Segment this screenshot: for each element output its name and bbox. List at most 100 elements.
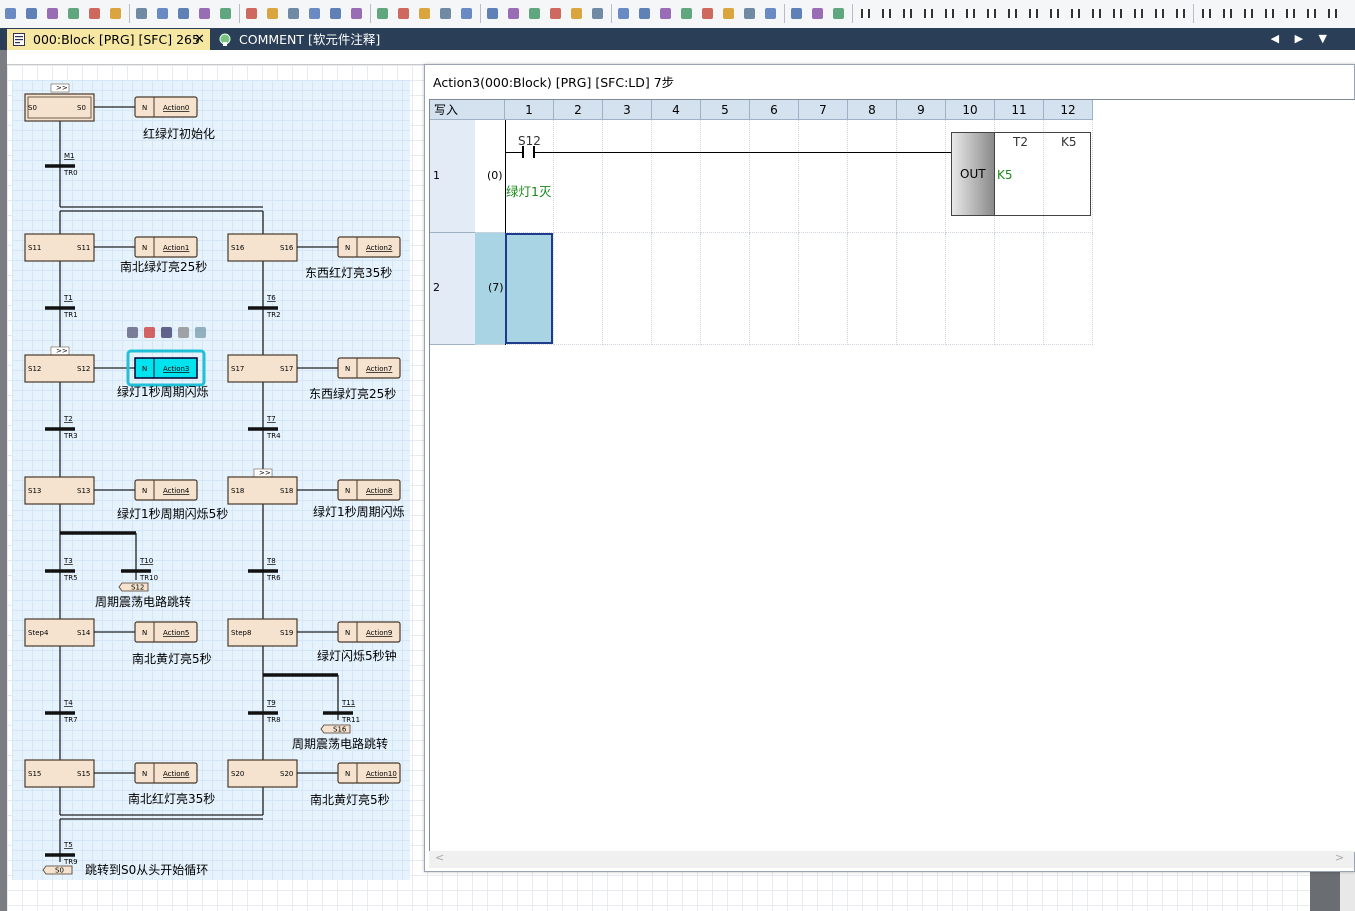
device-icon[interactable]: [23, 5, 40, 22]
ladder-cell[interactable]: [750, 233, 799, 345]
device-icon[interactable]: [1129, 5, 1146, 22]
convert-icon[interactable]: [1323, 5, 1340, 22]
ladder-cell[interactable]: [1044, 233, 1093, 345]
step-box-s15[interactable]: [24, 759, 95, 788]
comment-icon[interactable]: [657, 5, 674, 22]
step-box-s11[interactable]: [24, 233, 95, 262]
tab-sfc-block[interactable]: 000:Block [PRG] [SFC] 265步 ✕: [7, 29, 210, 68]
ladder-cell[interactable]: [603, 120, 652, 233]
action-box-s16[interactable]: [337, 236, 401, 258]
action-box-s17[interactable]: [337, 357, 401, 379]
ladder-cell[interactable]: [848, 233, 897, 345]
device-icon[interactable]: [1171, 5, 1188, 22]
left-splitter[interactable]: [0, 50, 7, 911]
grid-icon[interactable]: [1197, 5, 1214, 22]
ladder-icon[interactable]: [306, 5, 323, 22]
grid-icon[interactable]: [830, 5, 847, 22]
row-header[interactable]: 1: [430, 120, 475, 233]
write-icon[interactable]: [547, 5, 564, 22]
ladder-cell[interactable]: [799, 120, 848, 233]
write-icon[interactable]: [175, 5, 192, 22]
check-icon[interactable]: [196, 5, 213, 22]
tool-icon[interactable]: [243, 5, 260, 22]
ladder-cell[interactable]: [897, 233, 946, 345]
ladder-cell[interactable]: [701, 233, 750, 345]
instruction-block[interactable]: [951, 132, 995, 216]
monitor-icon[interactable]: [1239, 5, 1256, 22]
coil-icon[interactable]: [348, 5, 365, 22]
ladder-icon[interactable]: [1045, 5, 1062, 22]
grid-icon[interactable]: [86, 5, 103, 22]
contact-icon[interactable]: [327, 5, 344, 22]
ladder-cell[interactable]: [505, 120, 554, 233]
program-icon[interactable]: [1108, 5, 1125, 22]
write-icon[interactable]: [1281, 5, 1298, 22]
write-icon[interactable]: [919, 5, 936, 22]
scroll-left-icon[interactable]: <: [435, 851, 445, 864]
list-icon[interactable]: [154, 5, 171, 22]
device-icon[interactable]: [437, 5, 454, 22]
ladder-cell[interactable]: [946, 233, 995, 345]
find-icon[interactable]: [856, 5, 873, 22]
coil-icon[interactable]: [720, 5, 737, 22]
program-icon[interactable]: [2, 5, 19, 22]
device-icon[interactable]: [65, 5, 82, 22]
check-icon[interactable]: [1302, 5, 1319, 22]
step-box-s13[interactable]: [24, 476, 95, 505]
ladder-cell[interactable]: [750, 120, 799, 233]
monitor-icon[interactable]: [877, 5, 894, 22]
zoom-icon[interactable]: [636, 5, 653, 22]
action-box-s12[interactable]: [134, 357, 198, 379]
coil-icon[interactable]: [1087, 5, 1104, 22]
scroll-right-icon[interactable]: >: [1335, 851, 1345, 864]
action-box-s14[interactable]: [134, 621, 198, 643]
step-box-s12[interactable]: [24, 354, 95, 383]
ladder-cell[interactable]: [799, 233, 848, 345]
device-icon[interactable]: [1150, 5, 1167, 22]
list-icon[interactable]: [1260, 5, 1277, 22]
device-icon[interactable]: [416, 5, 433, 22]
comment-icon[interactable]: [285, 5, 302, 22]
ladder-cell[interactable]: [554, 120, 603, 233]
ladder-cell[interactable]: [652, 233, 701, 345]
tool-icon[interactable]: [615, 5, 632, 22]
action-box-s11[interactable]: [134, 236, 198, 258]
ladder-cell[interactable]: [1044, 120, 1093, 233]
ladder-cell[interactable]: [897, 120, 946, 233]
monitor-icon[interactable]: [505, 5, 522, 22]
step-box-s16[interactable]: [227, 233, 298, 262]
zoom-icon[interactable]: [1003, 5, 1020, 22]
program-icon[interactable]: [374, 5, 391, 22]
find-icon[interactable]: [107, 5, 124, 22]
list-icon[interactable]: [526, 5, 543, 22]
ladder-cell[interactable]: [652, 120, 701, 233]
ladder-cell[interactable]: [603, 233, 652, 345]
window-title-bar[interactable]: Action3(000:Block) [PRG] [SFC:LD] 7步: [425, 65, 1354, 95]
find-icon[interactable]: [484, 5, 501, 22]
action-box-s19[interactable]: [337, 621, 401, 643]
ladder-cell[interactable]: [554, 233, 603, 345]
ladder-cell[interactable]: [505, 233, 554, 345]
ladder-cell[interactable]: [701, 120, 750, 233]
program-icon[interactable]: [741, 5, 758, 22]
device-icon[interactable]: [762, 5, 779, 22]
row-header[interactable]: 2: [430, 233, 475, 345]
check-icon[interactable]: [568, 5, 585, 22]
tab-scroll-buttons[interactable]: ◀ ▶ ▼: [1270, 32, 1333, 45]
contact-icon[interactable]: [1066, 5, 1083, 22]
ladder-cell[interactable]: [995, 233, 1044, 345]
action-box-s20[interactable]: [337, 762, 401, 784]
find-icon[interactable]: [1218, 5, 1235, 22]
contact-icon[interactable]: [699, 5, 716, 22]
ladder-cell[interactable]: [995, 120, 1044, 233]
grid-icon[interactable]: [458, 5, 475, 22]
convert-icon[interactable]: [961, 5, 978, 22]
cursor-cell[interactable]: [505, 233, 553, 344]
action-box-s13[interactable]: [134, 479, 198, 501]
device-icon[interactable]: [395, 5, 412, 22]
close-icon[interactable]: ✕: [194, 32, 205, 47]
tool-icon[interactable]: [982, 5, 999, 22]
